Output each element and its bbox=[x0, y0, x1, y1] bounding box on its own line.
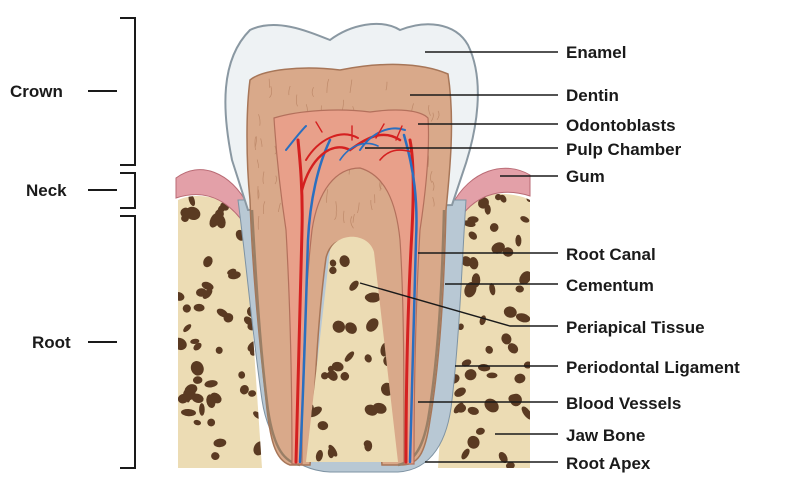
label-root-apex: Root Apex bbox=[566, 454, 651, 473]
label-blood-vessels: Blood Vessels bbox=[566, 394, 681, 413]
section-label-root: Root bbox=[32, 333, 71, 352]
label-root-canal: Root Canal bbox=[566, 245, 656, 264]
label-pulp-chamber: Pulp Chamber bbox=[566, 140, 682, 159]
label-dentin: Dentin bbox=[566, 86, 619, 105]
bone-pore bbox=[487, 373, 498, 379]
section-braces bbox=[88, 18, 135, 468]
section-label-neck: Neck bbox=[26, 181, 67, 200]
label-periodontal-ligament: Periodontal Ligament bbox=[566, 358, 740, 377]
section-label-crown: Crown bbox=[10, 82, 63, 101]
label-gum: Gum bbox=[566, 167, 605, 186]
label-cementum: Cementum bbox=[566, 276, 654, 295]
label-jaw-bone: Jaw Bone bbox=[566, 426, 645, 445]
label-periapical-tissue: Periapical Tissue bbox=[566, 318, 705, 337]
label-enamel: Enamel bbox=[566, 43, 626, 62]
label-odontoblasts: Odontoblasts bbox=[566, 116, 676, 135]
